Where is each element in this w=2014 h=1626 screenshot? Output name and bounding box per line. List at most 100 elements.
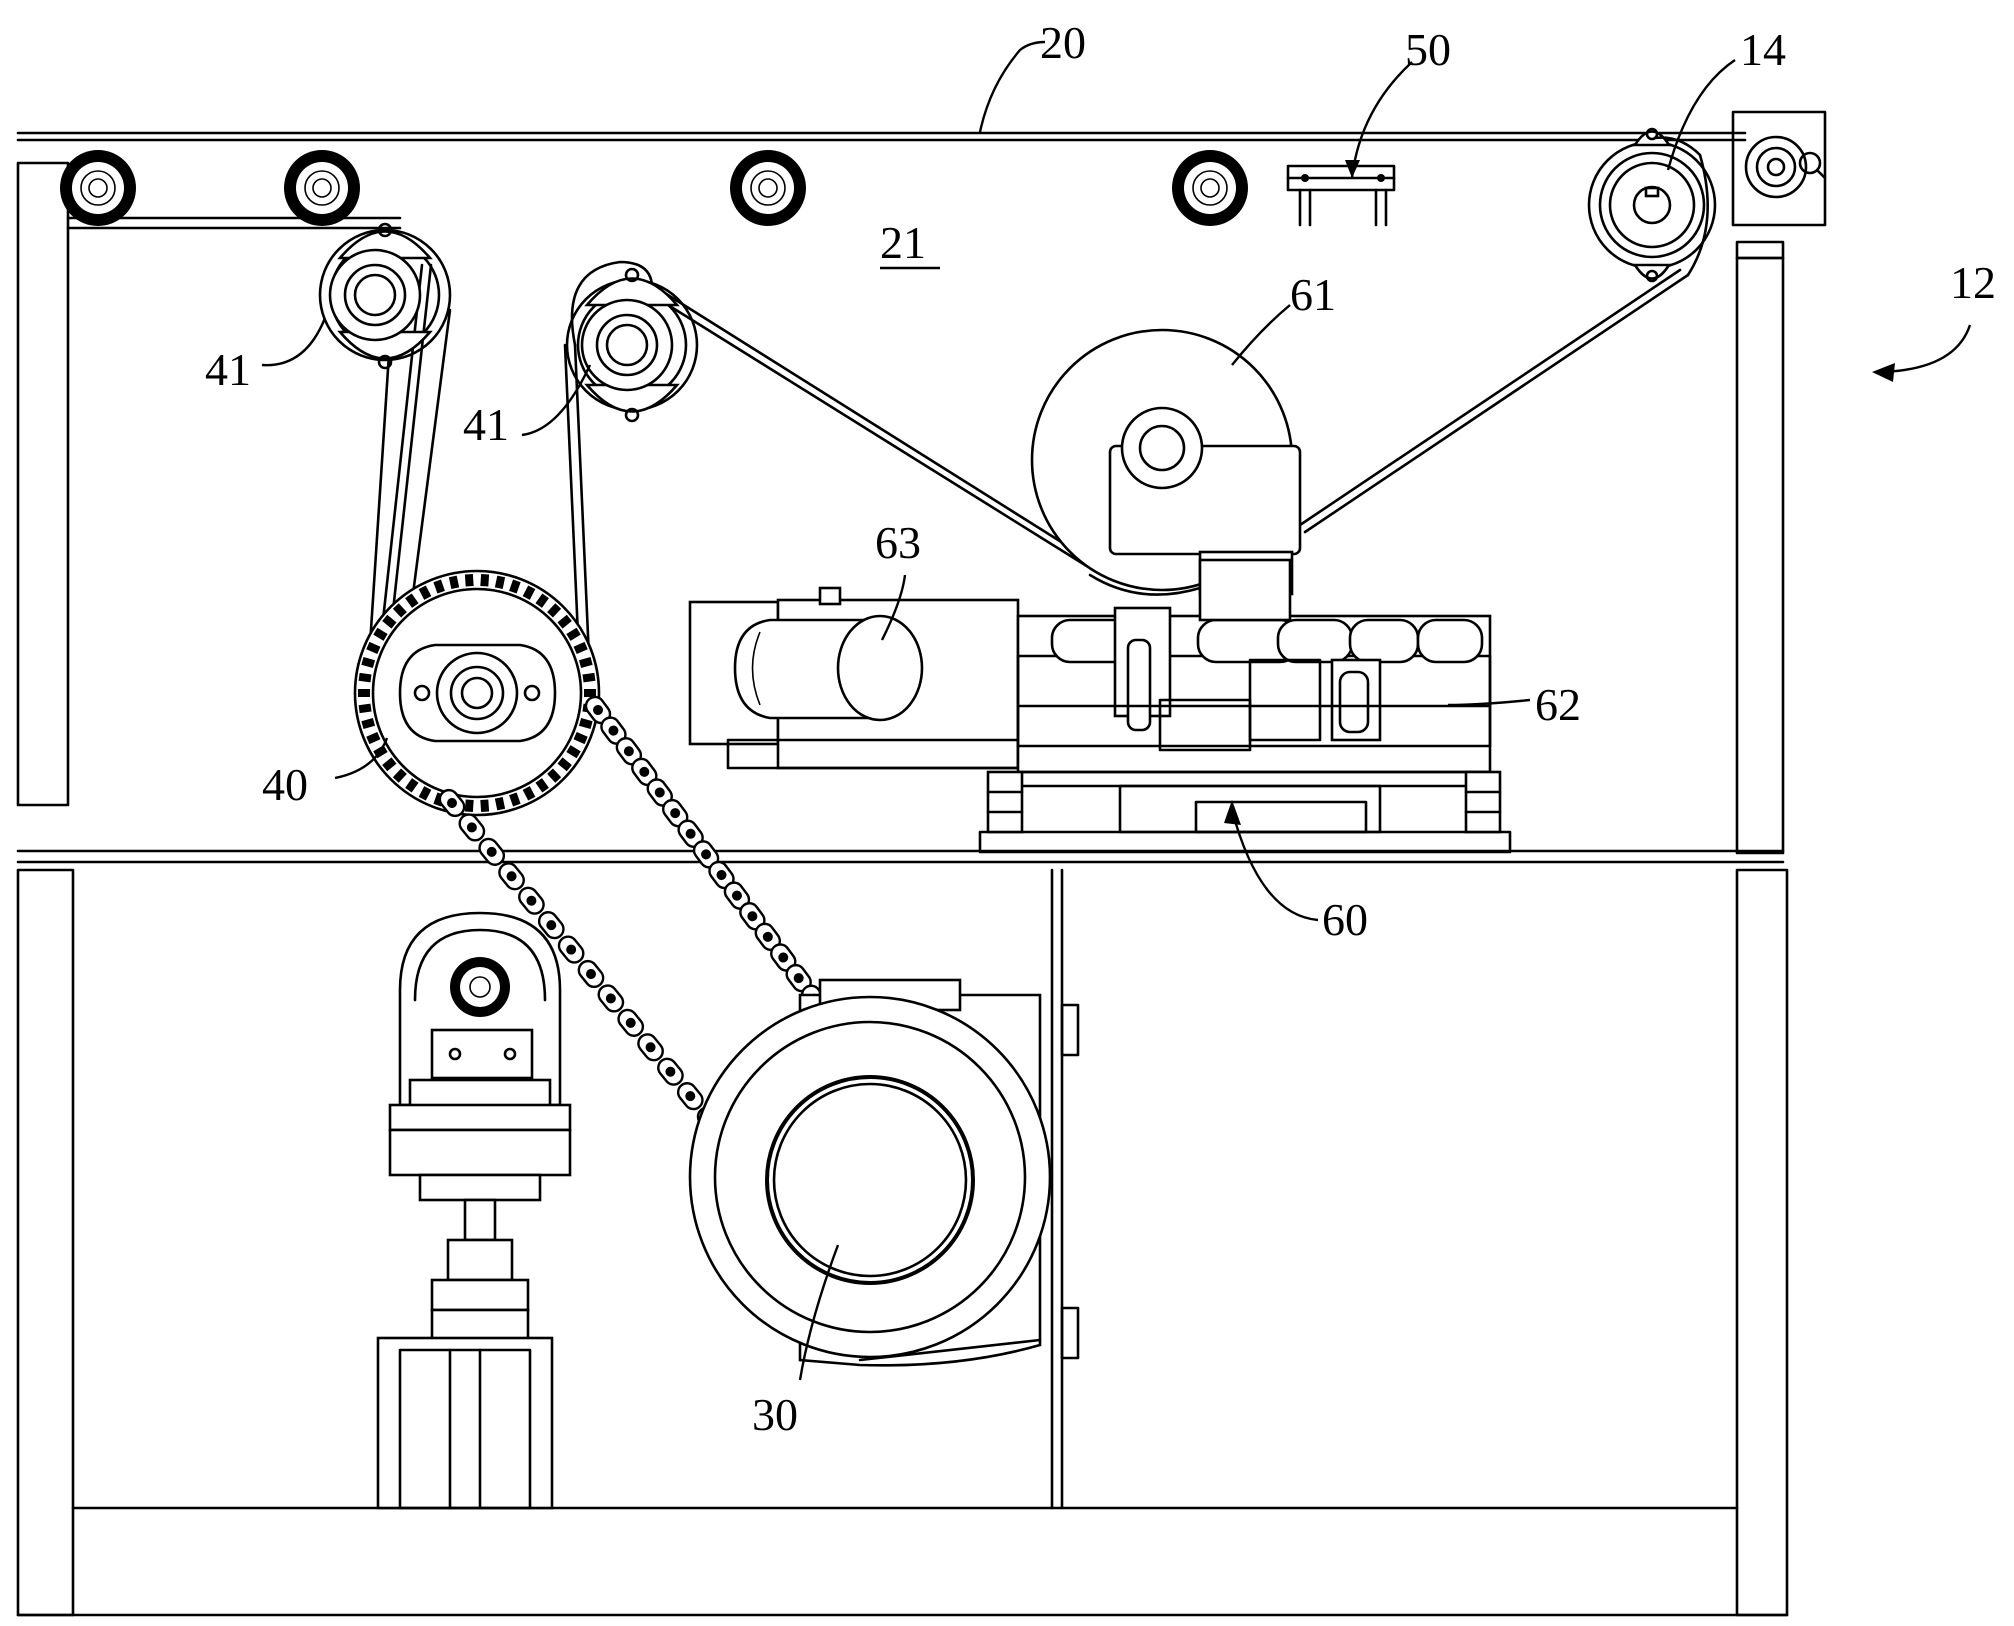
top-roller: [1172, 150, 1248, 226]
svg-text:41: 41: [463, 399, 509, 450]
svg-text:61: 61: [1290, 269, 1336, 320]
drive-sprocket: [1587, 127, 1717, 283]
svg-text:12: 12: [1950, 257, 1996, 308]
pulley-tooth: [557, 614, 572, 629]
pulley-tooth: [405, 778, 419, 793]
pulley-tooth: [535, 593, 549, 608]
belt: [368, 136, 1709, 682]
chain-link: [518, 886, 545, 915]
pulley-tooth: [405, 593, 419, 608]
svg-text:41: 41: [205, 344, 251, 395]
chain-link: [577, 959, 605, 989]
pulley-tooth: [358, 703, 372, 714]
pulley-tooth: [382, 614, 397, 629]
pulley-tooth: [566, 745, 581, 759]
drive-motor: [1731, 110, 1827, 227]
pulley-tooth: [573, 731, 588, 745]
pulley-tooth: [578, 718, 593, 729]
pulley-tooth: [358, 672, 372, 683]
chain-link: [597, 984, 625, 1013]
pulley-tooth: [578, 657, 593, 668]
label-gear-motor: 30: [752, 1244, 840, 1440]
svg-text:50: 50: [1405, 24, 1451, 75]
chain-link: [478, 837, 506, 866]
pulley-tooth: [373, 627, 388, 641]
pulley-tooth: [464, 799, 474, 812]
chain-link: [637, 1033, 664, 1062]
pulley-teeth: [358, 574, 596, 812]
label-timing-pulley: 40: [262, 737, 389, 810]
label-tape-roll: 61: [1231, 269, 1336, 366]
label-mechanism-base: 60: [1224, 800, 1368, 945]
pulley-tooth: [392, 603, 407, 618]
label-idler-center: 41: [463, 364, 592, 450]
pulley-tooth: [448, 575, 460, 590]
pulley-tooth: [392, 768, 407, 783]
pulley-tooth: [382, 757, 397, 772]
pulley-tooth: [573, 641, 588, 655]
idler-pulley-left: [318, 222, 452, 370]
lower-left-actuator: [376, 911, 572, 1510]
reference-labels: 20 50 14 21 12 41 41 61: [205, 17, 1996, 1440]
pulley-tooth: [522, 786, 536, 801]
chain-link: [723, 881, 751, 910]
label-idler-left: 41: [205, 317, 327, 395]
pulley-tooth: [509, 579, 521, 594]
pulley-tooth: [361, 657, 376, 668]
label-mechanism-body: 62: [1447, 679, 1581, 730]
chain-link: [785, 963, 812, 993]
top-roller: [284, 150, 360, 226]
pulley-tooth: [535, 778, 549, 793]
chain-link: [438, 788, 466, 818]
chain-link: [646, 778, 673, 807]
chain-link: [615, 737, 643, 766]
svg-text:63: 63: [875, 517, 921, 568]
chain-link: [537, 911, 565, 940]
pulley-tooth: [418, 585, 432, 600]
pulley-tooth: [509, 792, 521, 807]
pulley-tooth: [494, 575, 506, 590]
pulley-tooth: [547, 768, 562, 783]
chain-link: [676, 1082, 704, 1111]
pulley-tooth: [557, 757, 572, 772]
pulley-tooth: [366, 731, 381, 745]
sensor-bracket: [1286, 164, 1396, 227]
label-drive-sprocket: 14: [1666, 24, 1786, 171]
pulley-tooth: [522, 585, 536, 600]
pulley-tooth: [566, 627, 581, 641]
gear-motor: [688, 978, 1052, 1367]
svg-text:20: 20: [1040, 17, 1086, 68]
top-rollers: [60, 150, 1248, 226]
svg-text:40: 40: [262, 759, 308, 810]
top-roller: [60, 150, 136, 226]
svg-text:21: 21: [880, 217, 926, 268]
pulley-tooth: [480, 799, 490, 812]
chain-link: [584, 695, 612, 725]
chain-link: [600, 716, 627, 745]
timing-pulley: [353, 569, 601, 817]
pulley-tooth: [366, 641, 381, 655]
pulley-tooth: [582, 672, 596, 683]
svg-text:14: 14: [1740, 24, 1786, 75]
idler-pulley-center: [565, 267, 699, 423]
pulley-tooth: [361, 718, 376, 729]
frame-structure: [16, 131, 1789, 1617]
pulley-tooth: [433, 579, 445, 594]
pulley-tooth: [547, 603, 562, 618]
chain-link: [657, 1057, 684, 1086]
chain-link: [617, 1008, 645, 1037]
label-beam: 20: [978, 17, 1086, 133]
label-sensor-bracket: 50: [1345, 24, 1451, 179]
pulley-tooth: [418, 786, 432, 801]
pulley-tooth: [584, 689, 596, 697]
label-panel: 21: [880, 217, 940, 270]
chain-link: [557, 935, 585, 964]
chain-link: [498, 862, 525, 891]
svg-text:30: 30: [752, 1389, 798, 1440]
label-frame: 12: [1872, 257, 1996, 382]
tape-roll: [1030, 328, 1302, 596]
pulley-tooth: [494, 796, 506, 811]
pulley-tooth: [480, 574, 490, 587]
pulley-tooth: [358, 689, 370, 697]
